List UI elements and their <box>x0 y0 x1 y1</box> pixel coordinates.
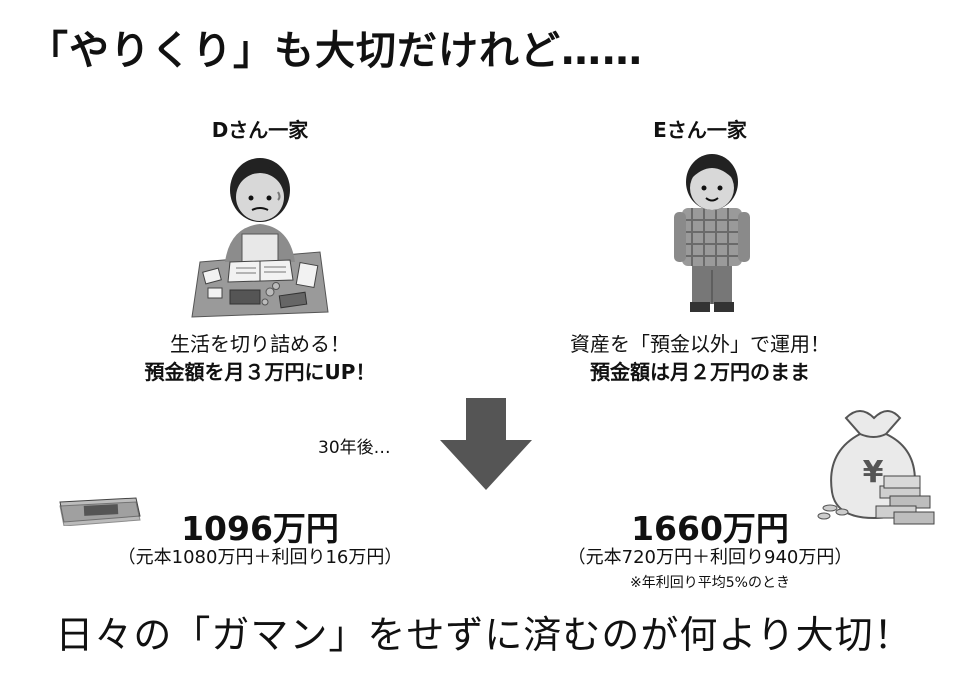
yield-footnote: ※年利回り平均5%のとき <box>630 575 790 591</box>
family-d-total: 1096万円 <box>181 509 339 548</box>
years-later-label: 30年後… <box>318 438 391 458</box>
woman-budgeting-illustration <box>190 152 330 322</box>
family-d-label: Dさん一家 <box>211 118 309 142</box>
family-d-description: 生活を切り詰める！ <box>170 332 350 356</box>
family-e-description: 資産を「預金以外」で運用！ <box>570 332 830 356</box>
man-standing-illustration <box>672 150 752 315</box>
conclusion-text: 日々の「ガマン」をせずに済むのが何より大切！ <box>55 613 913 657</box>
family-e-label: Eさん一家 <box>653 118 747 142</box>
page-title: 「やりくり」も大切だけれど…… <box>28 28 643 74</box>
family-e-breakdown: （元本720万円＋利回り940万円） <box>567 547 853 568</box>
down-arrow-icon <box>440 398 532 490</box>
family-d-deposit: 預金額を月３万円にUP！ <box>144 360 376 384</box>
family-e-deposit: 預金額は月２万円のまま <box>590 360 810 384</box>
money-bag-icon: ¥ <box>810 400 940 530</box>
family-e-total: 1660万円 <box>631 509 789 548</box>
yen-symbol: ¥ <box>863 455 884 490</box>
cash-stack-icon <box>56 496 142 526</box>
family-d-breakdown: （元本1080万円＋利回り16万円） <box>117 547 403 568</box>
